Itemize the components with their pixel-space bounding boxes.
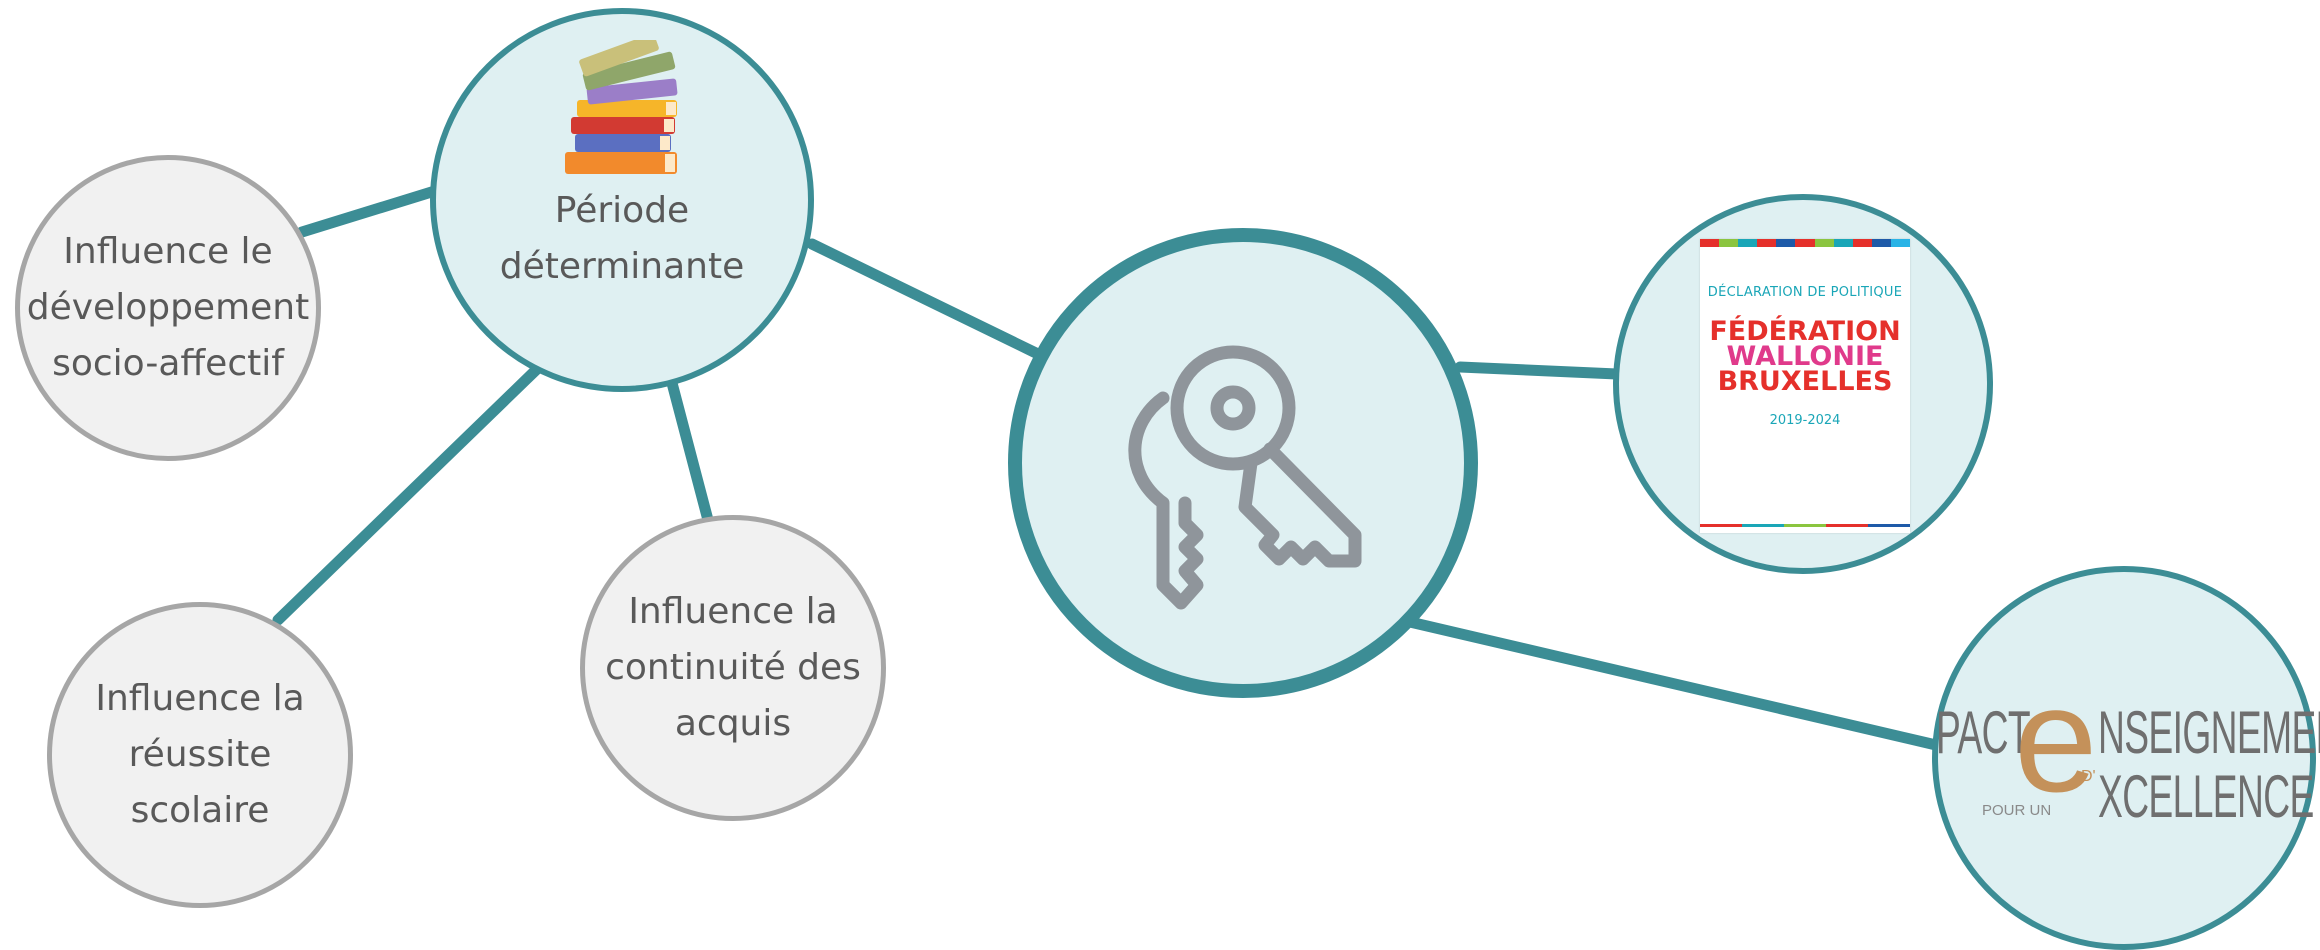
doc-title-line-3: BRUXELLES (1717, 366, 1893, 397)
node-socio-affectif-label: Influence le développement socio-affecti… (26, 231, 310, 384)
key-icon (1128, 345, 1362, 610)
pacte-nseignement: NSEIGNEMENT (2098, 699, 2320, 766)
books-icon (565, 40, 678, 174)
pacte-xcellence: XCELLENCE (2098, 763, 2314, 830)
doc-title: FÉDÉRATION WALLONIE BRUXELLES (1700, 316, 1910, 397)
node-periode-determinante: Période déterminante (430, 8, 814, 392)
node-socio-affectif: Influence le développement socio-affecti… (15, 155, 321, 461)
node-periode-label: Période déterminante (499, 190, 745, 287)
node-pacte-excellence (1932, 566, 2316, 950)
node-reussite-label: Influence la réussite scolaire (95, 678, 305, 831)
node-reussite-scolaire: Influence la réussite scolaire (47, 602, 353, 908)
node-continuite-acquis: Influence la continuité des acquis (580, 515, 886, 821)
pacte-logo: PACT e NSEIGNEMENT POUR UN D' XCELLENCE (1936, 664, 2320, 850)
line-hub-to-socio (296, 184, 444, 238)
pacte-pour-un: POUR UN (1982, 802, 2052, 819)
doc-years: 2019-2024 (1769, 413, 1841, 428)
pacte-d: D' (2081, 768, 2096, 785)
declaration-document: DÉCLARATION DE POLITIQUE FÉDÉRATION WALL… (1700, 239, 1911, 533)
pacte-word: PACT (1936, 699, 2031, 766)
doc-color-stripe (1700, 239, 1911, 247)
node-continuite-label: Influence la continuité des acquis (605, 591, 861, 744)
line-key-to-declaration (1454, 361, 1623, 380)
line-hub-to-reussite (272, 364, 542, 626)
line-hub-to-key (806, 238, 1046, 361)
line-key-to-pacte (1404, 616, 1942, 751)
pacte-e-letter: e (2014, 655, 2098, 823)
line-hub-to-continuite (666, 377, 714, 526)
doc-title-line-2: WALLONIE (1726, 341, 1884, 372)
doc-bottom-stripe (1700, 524, 1910, 527)
doc-kicker: DÉCLARATION DE POLITIQUE (1707, 285, 1903, 300)
doc-title-line-1: FÉDÉRATION (1709, 316, 1901, 347)
node-key (1008, 228, 1478, 698)
